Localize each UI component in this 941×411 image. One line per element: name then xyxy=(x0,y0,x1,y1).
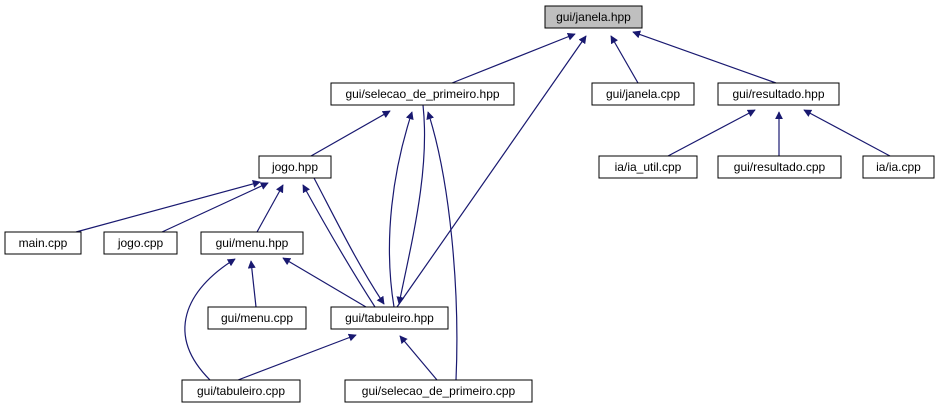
edge-menu_hpp-to-jogo_hpp xyxy=(256,184,284,233)
edge-selecao_hpp-to-janela_hpp xyxy=(451,32,576,84)
node-box xyxy=(598,155,698,179)
edge-line xyxy=(396,35,587,308)
node-box xyxy=(4,231,82,255)
edge-selecao_hpp-to-tabuleiro_hpp xyxy=(396,104,426,305)
node-box xyxy=(330,82,515,106)
node-resultado-cpp[interactable]: gui/resultado.cpp xyxy=(717,155,842,179)
node-label: jogo.cpp xyxy=(117,236,164,250)
edge-line xyxy=(632,30,777,84)
node-label: gui/selecao_de_primeiro.cpp xyxy=(362,384,516,398)
edge-ia_cpp-to-resultado_hpp xyxy=(803,109,891,157)
edge-line xyxy=(282,257,367,308)
edge-jogo_cpp-to-jogo_hpp xyxy=(161,182,269,233)
node-label: gui/tabuleiro.cpp xyxy=(197,384,285,398)
node-menu-hpp[interactable]: gui/menu.hpp xyxy=(200,231,304,255)
node-box xyxy=(207,306,307,330)
node-box xyxy=(103,231,178,255)
edge-line xyxy=(302,184,376,308)
edge-janela_cpp-to-janela_hpp xyxy=(610,35,639,84)
node-box xyxy=(717,82,840,106)
node-jogo-cpp[interactable]: jogo.cpp xyxy=(103,231,178,255)
edge-line xyxy=(396,104,426,305)
node-janela-cpp[interactable]: gui/janela.cpp xyxy=(591,82,695,106)
node-box xyxy=(258,155,332,179)
edge-tabuleiro_hpp-to-menu_hpp xyxy=(282,257,367,308)
node-label: gui/menu.cpp xyxy=(221,311,293,325)
edge-menu_cpp-to-menu_hpp xyxy=(247,260,257,308)
node-label: jogo.hpp xyxy=(271,160,318,174)
edge-main_cpp-to-jogo_hpp xyxy=(75,180,261,233)
edge-line xyxy=(451,32,576,84)
node-box xyxy=(200,231,304,255)
node-jogo-hpp[interactable]: jogo.hpp xyxy=(258,155,332,179)
edge-tabuleiro_cpp-to-menu_hpp xyxy=(184,258,236,381)
edge-selecao_cpp-to-selecao_hpp xyxy=(426,111,458,381)
edge-ia_util_cpp-to-resultado_hpp xyxy=(667,109,756,157)
edge-jogo_hpp-to-selecao_hpp xyxy=(310,110,391,157)
node-label: ia/ia.cpp xyxy=(876,160,921,174)
node-tabuleiro-hpp[interactable]: gui/tabuleiro.hpp xyxy=(330,306,449,330)
edge-tabuleiro_hpp-to-jogo_hpp xyxy=(302,184,376,308)
edge-line xyxy=(256,184,284,233)
node-label: gui/selecao_de_primeiro.hpp xyxy=(345,87,499,101)
node-box xyxy=(344,379,533,403)
edge-line xyxy=(247,260,257,308)
edge-line xyxy=(610,35,639,84)
node-box xyxy=(544,5,643,29)
edge-line xyxy=(667,109,756,157)
edge-line xyxy=(388,111,414,308)
edge-line xyxy=(313,177,385,305)
node-selecao-cpp[interactable]: gui/selecao_de_primeiro.cpp xyxy=(344,379,533,403)
edge-tabuleiro_cpp-to-tabuleiro_hpp xyxy=(237,333,357,381)
nodes-layer: gui/janela.hpp gui/selecao_de_primeiro.hp… xyxy=(4,5,935,403)
node-main-cpp[interactable]: main.cpp xyxy=(4,231,82,255)
edge-line xyxy=(310,110,391,157)
node-menu-cpp[interactable]: gui/menu.cpp xyxy=(207,306,307,330)
node-box xyxy=(181,379,301,403)
node-resultado-hpp[interactable]: gui/resultado.hpp xyxy=(717,82,840,106)
node-box xyxy=(717,155,842,179)
node-box xyxy=(862,155,935,179)
node-label: gui/tabuleiro.hpp xyxy=(345,311,434,325)
edge-line xyxy=(184,258,236,381)
edges-layer xyxy=(75,30,891,381)
node-label: gui/janela.hpp xyxy=(556,10,631,24)
edge-resultado_hpp-to-janela_hpp xyxy=(632,30,777,84)
node-label: gui/resultado.cpp xyxy=(734,160,826,174)
node-ia-cpp[interactable]: ia/ia.cpp xyxy=(862,155,935,179)
node-label: gui/janela.cpp xyxy=(606,87,680,101)
edge-jogo_hpp-to-tabuleiro_hpp xyxy=(313,177,385,305)
edge-line xyxy=(75,180,261,233)
node-box xyxy=(591,82,695,106)
edge-line xyxy=(237,333,357,381)
node-label: gui/menu.hpp xyxy=(216,236,289,250)
node-box xyxy=(330,306,449,330)
node-selecao-hpp[interactable]: gui/selecao_de_primeiro.hpp xyxy=(330,82,515,106)
node-label: ia/ia_util.cpp xyxy=(615,160,682,174)
node-janela-hpp[interactable]: gui/janela.hpp xyxy=(544,5,643,29)
edge-line xyxy=(399,335,438,381)
edge-tabuleiro_hpp-to-selecao_hpp xyxy=(388,111,414,308)
node-label: gui/resultado.hpp xyxy=(732,87,824,101)
edge-line xyxy=(426,111,458,381)
edge-tabuleiro_hpp-to-janela_hpp xyxy=(396,35,587,308)
edge-line xyxy=(161,182,269,233)
node-tabuleiro-cpp[interactable]: gui/tabuleiro.cpp xyxy=(181,379,301,403)
edge-line xyxy=(803,109,891,157)
node-ia-util-cpp[interactable]: ia/ia_util.cpp xyxy=(598,155,698,179)
edge-selecao_cpp-to-tabuleiro_hpp xyxy=(399,335,438,381)
node-label: main.cpp xyxy=(19,236,68,250)
